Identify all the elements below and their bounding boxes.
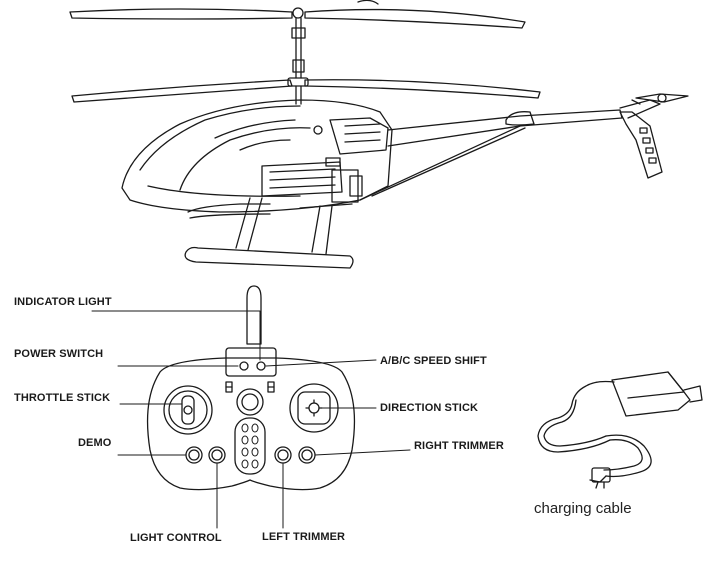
right-trimmer-leader: [314, 449, 411, 456]
power-switch: [239, 361, 249, 371]
indicator-light-label: INDICATOR LIGHT: [14, 296, 112, 308]
speed-shift-label: A/B/C SPEED SHIFT: [380, 355, 487, 367]
tail-boom: [359, 99, 661, 201]
throttle-stick: [163, 385, 213, 435]
throttle-stick-label: THROTTLE STICK: [14, 392, 111, 404]
charging-cable-caption: charging cable: [534, 500, 632, 517]
helicopter-illustration: [69, 0, 689, 269]
charging-cable-illustration: [537, 371, 703, 489]
left-trimmer-button: [274, 446, 292, 464]
lower-rotor: [71, 77, 541, 103]
speed-shift-leader: [265, 359, 377, 367]
left-trimmer-label: LEFT TRIMMER: [262, 531, 346, 543]
antenna: [246, 285, 262, 345]
remote-controller: [146, 285, 356, 491]
upper-rotor: [69, 0, 526, 29]
light-control-button: [208, 446, 226, 464]
indicator-light-leader: [91, 310, 261, 361]
landing-skids: [184, 197, 354, 269]
power-switch-label: POWER SWITCH: [14, 348, 104, 360]
center-grip-dots: [241, 423, 259, 469]
demo-button: [185, 446, 203, 464]
demo-label: DEMO: [78, 437, 112, 449]
indicator-light: [256, 361, 266, 371]
right-trimmer-label: RIGHT TRIMMER: [414, 440, 504, 452]
tail-rotor: [619, 93, 689, 179]
light-control-label: LIGHT CONTROL: [130, 532, 222, 544]
direction-stick-label: DIRECTION STICK: [380, 402, 479, 414]
callout-lines: [91, 310, 411, 529]
fuselage: [121, 99, 393, 213]
right-trimmer-button: [298, 446, 316, 464]
